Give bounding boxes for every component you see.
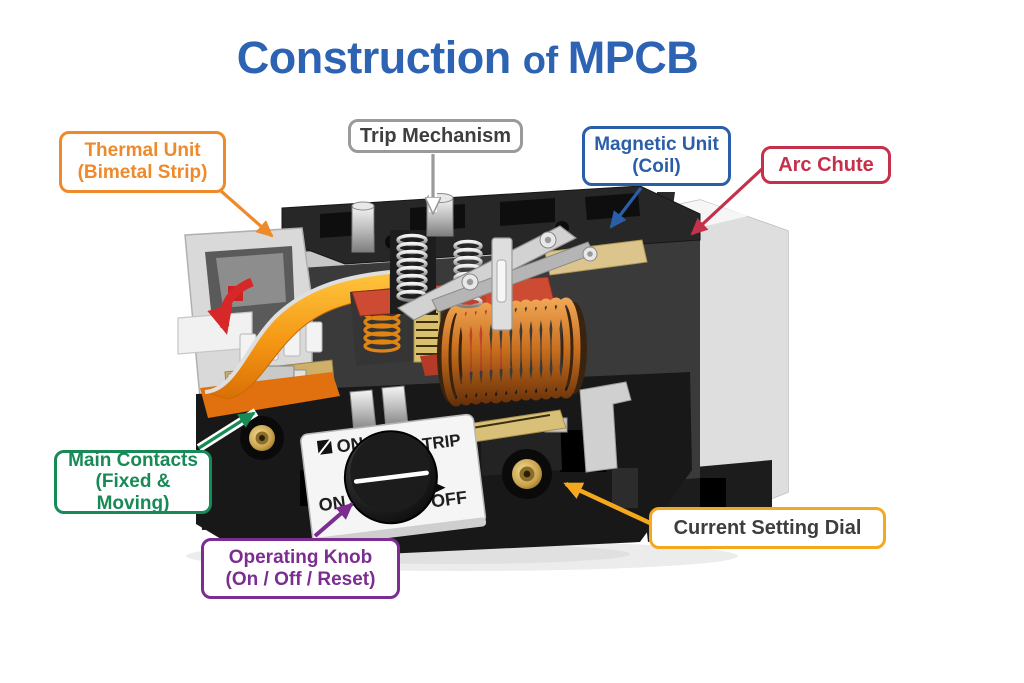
label-main-contacts: Main Contacts (Fixed & Moving) [54, 450, 212, 514]
title-word-1: Construction [236, 32, 511, 83]
title-word-2: of [522, 40, 558, 82]
label-current-setting-dial: Current Setting Dial [649, 507, 886, 549]
current-setting-dial-screw [502, 449, 552, 499]
trip-mechanism [351, 193, 648, 331]
arrow-arc [690, 167, 764, 236]
operating-knob [343, 430, 446, 525]
label-operating-knob: Operating Knob (On / Off / Reset) [201, 538, 400, 599]
arrow-knob [313, 502, 354, 538]
label-arc-chute: Arc Chute [761, 146, 891, 184]
page-title: Construction of MPCB [0, 32, 935, 84]
magnetic-coil [437, 297, 587, 407]
arrow-dial [563, 481, 651, 526]
label-magnetic-unit: Magnetic Unit (Coil) [582, 126, 731, 186]
label-trip-mechanism: Trip Mechanism [348, 119, 523, 153]
bimetal-strip [200, 270, 391, 418]
arrow-contacts [198, 411, 256, 450]
knob-label-trip: TRIP [421, 431, 462, 455]
knob-panel: ON TRIP ON OFF [300, 413, 487, 547]
trip-symbol-icon [316, 438, 333, 456]
arrow-magnetic [609, 187, 643, 229]
title-word-3: MPCB [567, 32, 699, 83]
deflection-arrow [207, 277, 254, 335]
leader-arrows [196, 154, 764, 538]
arrow-thermal [219, 189, 274, 238]
label-thermal-unit: Thermal Unit (Bimetal Strip) [59, 131, 226, 193]
